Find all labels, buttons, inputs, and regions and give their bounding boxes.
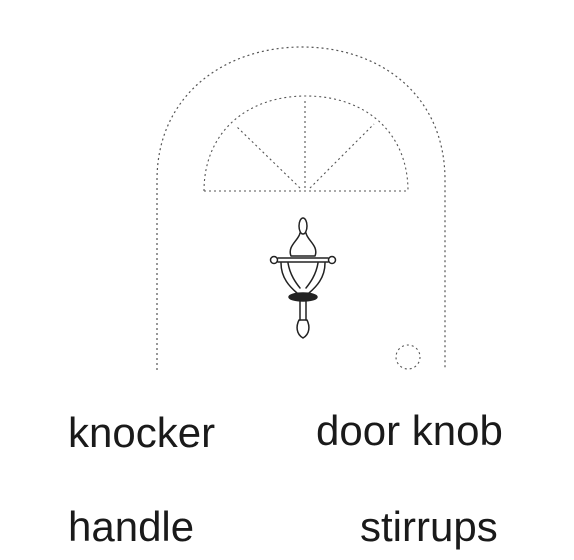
- choice-knocker[interactable]: knocker: [68, 409, 216, 456]
- choice-stirrups[interactable]: stirrups: [360, 503, 498, 550]
- fanlight-window: [203, 95, 409, 192]
- knocker-drawing: [269, 217, 337, 339]
- door-knob-circle: [395, 344, 421, 370]
- choice-handle[interactable]: handle: [68, 503, 195, 550]
- door-outline: [156, 46, 446, 370]
- door-illustration: [156, 46, 446, 370]
- choice-door-knob[interactable]: door knob: [316, 407, 503, 454]
